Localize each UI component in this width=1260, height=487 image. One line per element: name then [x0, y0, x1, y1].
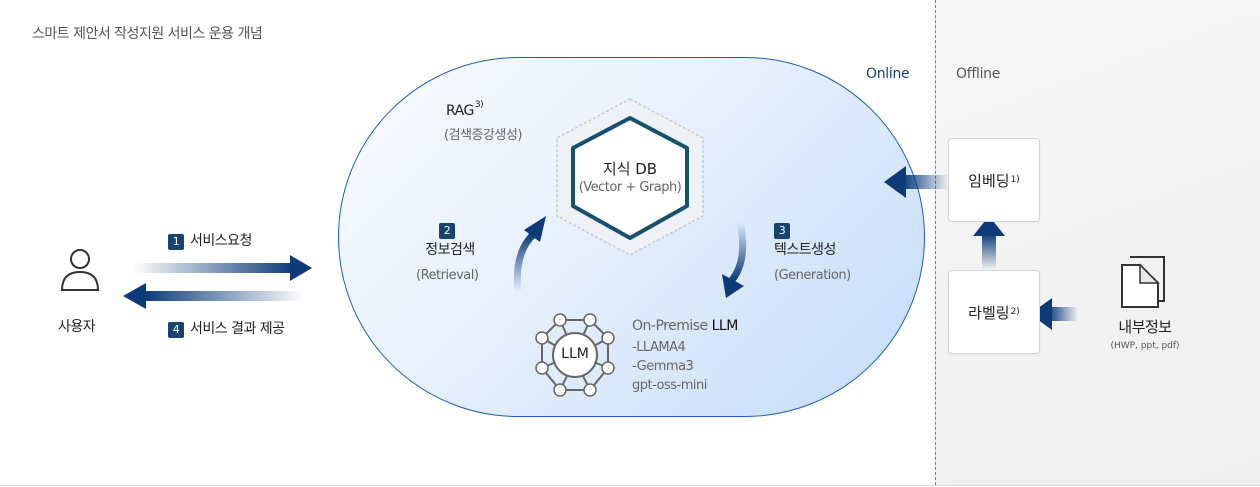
generation-sub: (Generation) — [774, 268, 851, 283]
llm-title: On-Premise LLM — [632, 318, 738, 334]
request-arrow — [133, 263, 293, 273]
internal-info-label: 내부정보 — [1118, 318, 1172, 336]
online-label: Online — [866, 66, 910, 82]
response-arrow — [144, 291, 304, 301]
page-title: 스마트 제안서 작성지원 서비스 운용 개념 — [32, 26, 263, 42]
knowledge-db-sub: (Vector + Graph) — [578, 180, 682, 195]
retrieval-sub: (Retrieval) — [416, 268, 479, 283]
curved-arrows — [513, 216, 747, 298]
llm-models: -LLAMA4 -Gemma3 gpt-oss-mini — [632, 338, 707, 395]
rag-sub: (검색증강생성) — [444, 128, 522, 143]
llm-model: -Gemma3 — [632, 359, 694, 374]
embedding-to-db-arrow — [902, 175, 950, 189]
labeling-to-embedding-arrow — [982, 234, 996, 270]
retrieval-arrow — [513, 231, 537, 293]
request-response-arrows — [123, 255, 312, 309]
llm-model: gpt-oss-mini — [632, 378, 707, 393]
knowledge-db-hexagon — [556, 98, 704, 256]
user-icon — [60, 249, 100, 291]
user-label: 사용자 — [58, 319, 96, 335]
internal-to-labeling-arrow — [1048, 307, 1078, 321]
llm-model: -LLAMA4 — [632, 340, 686, 355]
internal-info-formats: (HWP, ppt, pdf) — [1110, 341, 1180, 351]
offline-arrows — [884, 166, 1078, 330]
divider — [0, 485, 1260, 486]
llm-network-icon — [535, 313, 615, 397]
offline-label: Offline — [956, 66, 1001, 82]
document-icon — [1121, 256, 1165, 308]
rag-label: RAG3) — [446, 100, 484, 119]
knowledge-db-label: 지식 DB — [602, 160, 658, 178]
llm-icon-label: LLM — [561, 346, 589, 362]
generation-arrow — [729, 221, 747, 283]
